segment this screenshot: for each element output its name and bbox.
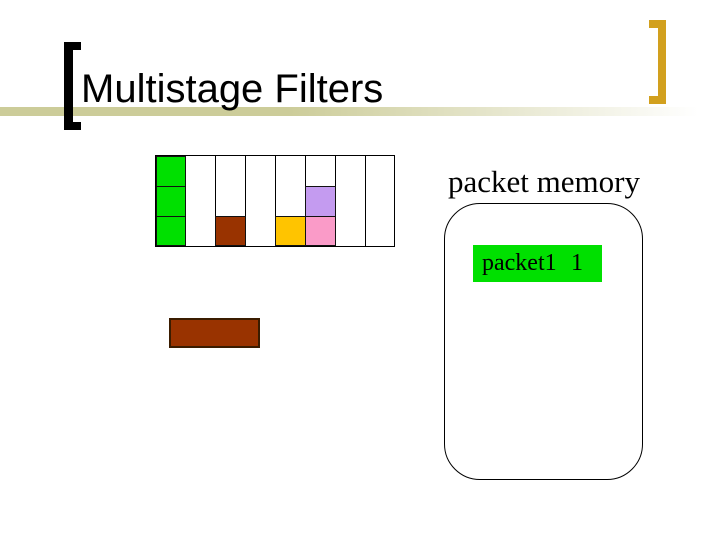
right-bracket-decoration [649,20,666,104]
packet-entry-count: 1 [571,250,583,276]
filter-grid-cell-purple [305,186,336,217]
grid-column-line [275,156,276,246]
filter-grid [155,155,395,247]
filter-grid-cell-green [156,156,186,187]
filter-grid-cell-yellow [275,216,306,246]
filter-grid-cell-green [156,216,186,246]
grid-column-line [215,156,216,246]
title-underline-band [0,107,720,116]
page-title: Multistage Filters [81,67,384,111]
grid-column-line [365,156,366,246]
left-bracket-decoration [64,42,81,130]
filter-grid-cell-pink [305,216,336,246]
filter-grid-cell-green [156,186,186,217]
packet-memory-label: packet memory [448,164,640,199]
packet-entry-name: packet1 [482,250,557,276]
packet-entry: packet1 1 [473,245,602,282]
flow-color-rect [169,318,260,348]
filter-grid-cell-brown [215,216,246,246]
grid-column-line [245,156,246,246]
